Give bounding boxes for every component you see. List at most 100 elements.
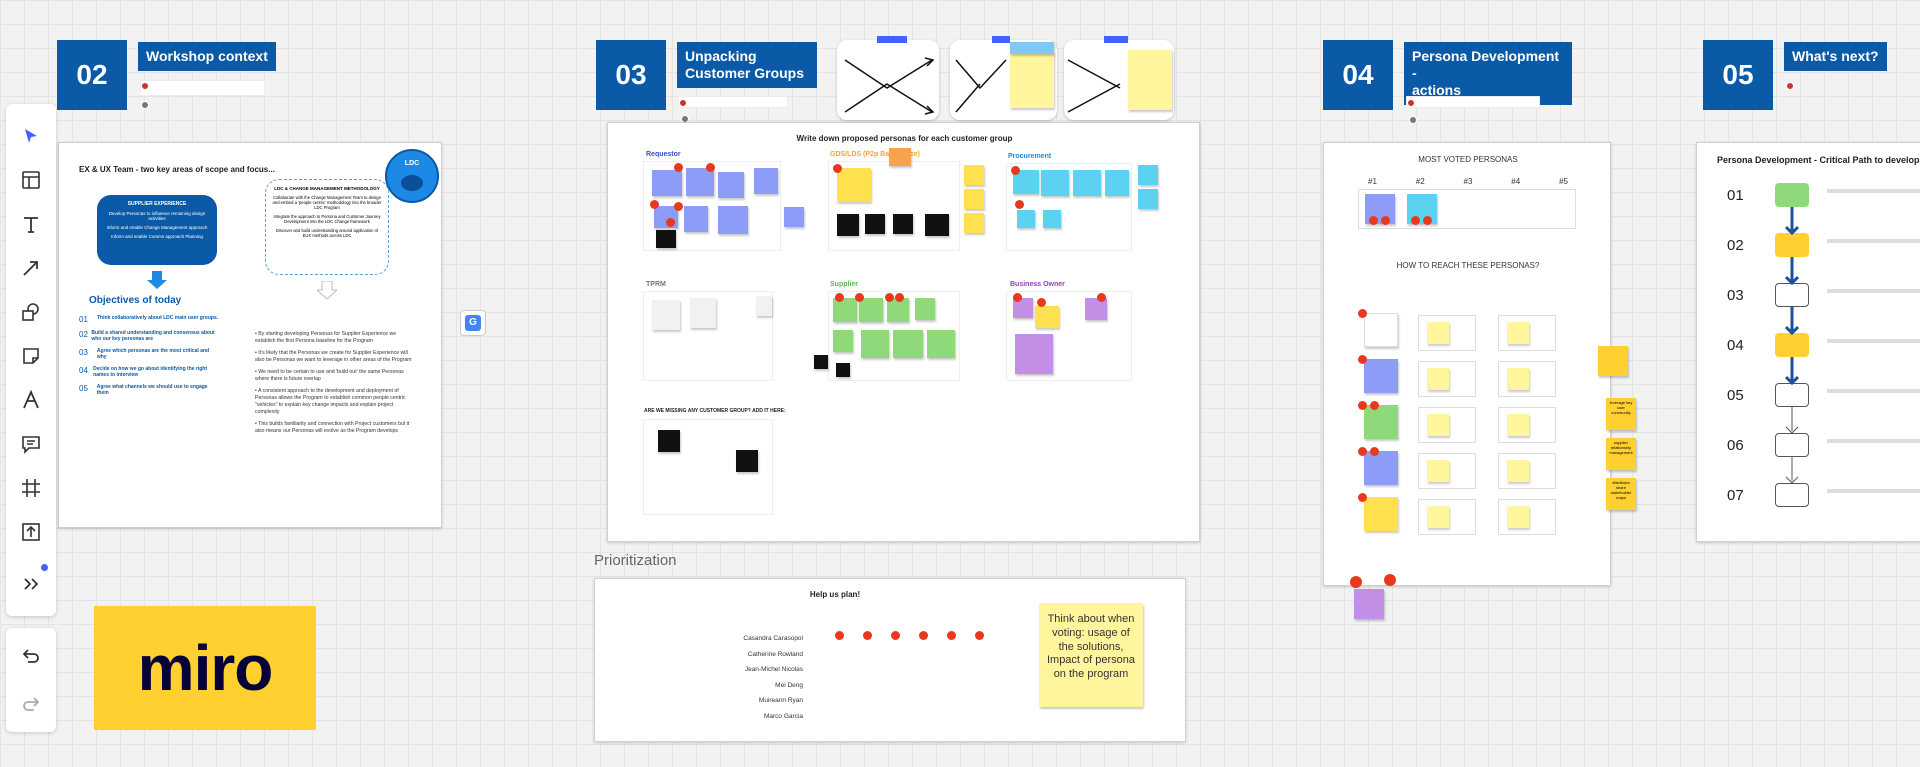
- sticky-note[interactable]: [686, 168, 714, 196]
- sticky-note[interactable]: [837, 214, 859, 236]
- reach-cell[interactable]: [1418, 407, 1476, 443]
- diagram-card[interactable]: [837, 36, 939, 120]
- vote-dot[interactable]: [674, 163, 683, 172]
- step-box[interactable]: [1775, 333, 1809, 357]
- step-box[interactable]: [1775, 233, 1809, 257]
- undo-icon[interactable]: [15, 640, 47, 672]
- vote-dot[interactable]: [650, 200, 659, 209]
- sticky-note[interactable]: [1013, 298, 1033, 318]
- sticky-note[interactable]: [1035, 306, 1059, 328]
- group-board-requestor[interactable]: [643, 161, 781, 251]
- frame-tool-icon[interactable]: [15, 472, 47, 504]
- sticky-supplier-relationship[interactable]: supplier relationship management: [1606, 438, 1636, 470]
- sticky-note-icon[interactable]: [15, 340, 47, 372]
- sticky-note[interactable]: [887, 298, 909, 322]
- vote-dot[interactable]: [1423, 216, 1432, 225]
- vote-dot[interactable]: [1370, 447, 1379, 456]
- sticky-note[interactable]: [1364, 451, 1398, 485]
- sticky-note[interactable]: [814, 355, 828, 369]
- group-board-supplier[interactable]: [828, 291, 960, 381]
- reach-cell[interactable]: [1418, 361, 1476, 397]
- voting-guidance-sticky[interactable]: Think about when voting: usage of the so…: [1039, 603, 1143, 707]
- sticky-note[interactable]: [861, 330, 889, 358]
- vote-dot[interactable]: [975, 631, 984, 640]
- reach-cell[interactable]: [1418, 499, 1476, 535]
- templates-icon[interactable]: [15, 164, 47, 196]
- sticky-note[interactable]: [1015, 334, 1053, 374]
- more-tools-icon[interactable]: [15, 568, 47, 600]
- redo-icon[interactable]: [15, 688, 47, 720]
- sticky-note[interactable]: [833, 298, 857, 322]
- group-board-tprm[interactable]: [643, 291, 773, 381]
- section-number-03[interactable]: 03: [596, 40, 666, 110]
- persona-mini-note[interactable]: [1406, 96, 1540, 108]
- vote-dot[interactable]: [1358, 309, 1367, 318]
- ldc-methodology-box[interactable]: LDC & CHANGE MANAGEMENT METHODOLOGY Coll…: [265, 179, 389, 275]
- vote-dot[interactable]: [1370, 401, 1379, 410]
- vote-dot[interactable]: [835, 631, 844, 640]
- sticky-note[interactable]: [1354, 589, 1384, 619]
- vote-dot[interactable]: [1037, 298, 1046, 307]
- sticky-note[interactable]: [736, 450, 758, 472]
- translate-icon[interactable]: G: [460, 310, 486, 336]
- sticky-note[interactable]: [1364, 359, 1398, 393]
- reach-cell[interactable]: [1498, 361, 1556, 397]
- reach-cell[interactable]: [1498, 499, 1556, 535]
- sticky-note[interactable]: [754, 168, 778, 194]
- vote-dot[interactable]: [1358, 447, 1367, 456]
- group-board-gds[interactable]: [828, 148, 960, 251]
- vote-dot[interactable]: [919, 631, 928, 640]
- vote-dot[interactable]: [1097, 293, 1106, 302]
- sticky-note[interactable]: [927, 330, 955, 358]
- section-title-whats-next[interactable]: What's next?: [1784, 42, 1887, 71]
- vote-dot[interactable]: [1381, 216, 1390, 225]
- sticky-note[interactable]: [836, 363, 850, 377]
- customer-groups-frame[interactable]: Write down proposed personas for each cu…: [607, 122, 1200, 542]
- vote-dot[interactable]: [885, 293, 894, 302]
- vote-dot[interactable]: [1358, 401, 1367, 410]
- sticky-note[interactable]: [1598, 346, 1628, 376]
- reach-cell[interactable]: [1498, 315, 1556, 351]
- section-title-unpacking[interactable]: Unpacking Customer Groups: [677, 42, 817, 88]
- sticky-note[interactable]: [859, 298, 883, 322]
- voted-persona-row[interactable]: [1358, 189, 1576, 229]
- sticky-note[interactable]: [1073, 170, 1101, 196]
- vote-dot[interactable]: [947, 631, 956, 640]
- sticky-note[interactable]: [1041, 170, 1069, 196]
- reach-cell[interactable]: [1498, 407, 1556, 443]
- prioritization-frame[interactable]: Help us plan! Casandra Carasopol Catheri…: [594, 578, 1186, 742]
- sticky-note[interactable]: [1364, 497, 1398, 531]
- sticky-note[interactable]: [652, 300, 680, 330]
- sticky-note[interactable]: [964, 189, 984, 209]
- context-mini-note[interactable]: [140, 80, 265, 96]
- sticky-note[interactable]: [718, 206, 748, 234]
- select-tool-icon[interactable]: [15, 120, 47, 152]
- sticky-note[interactable]: [889, 148, 911, 166]
- sticky-note[interactable]: [1138, 189, 1158, 209]
- vote-dot[interactable]: [833, 164, 842, 173]
- vote-dot[interactable]: [674, 202, 683, 211]
- vote-dot[interactable]: [1369, 216, 1378, 225]
- section-title-persona-development[interactable]: Persona Development - actions: [1404, 42, 1572, 105]
- diagram-card[interactable]: [950, 36, 1057, 120]
- vote-dot[interactable]: [706, 163, 715, 172]
- sticky-note[interactable]: [1138, 165, 1158, 185]
- vote-dot[interactable]: [1350, 576, 1362, 588]
- vote-dot[interactable]: [1013, 293, 1022, 302]
- vote-dot[interactable]: [895, 293, 904, 302]
- sticky-leverage[interactable]: leverage key user community: [1606, 398, 1636, 430]
- sticky-note[interactable]: [684, 206, 708, 232]
- upload-icon[interactable]: [15, 516, 47, 548]
- sticky-note[interactable]: [925, 214, 949, 236]
- connection-line-icon[interactable]: [15, 252, 47, 284]
- sticky-note[interactable]: [656, 230, 676, 248]
- group-board-missing[interactable]: [643, 419, 773, 515]
- sticky-note[interactable]: [964, 165, 984, 185]
- sticky-note[interactable]: [1364, 405, 1398, 439]
- vote-dot[interactable]: [855, 293, 864, 302]
- sticky-note[interactable]: [964, 213, 984, 233]
- sticky-note[interactable]: [1010, 52, 1054, 108]
- sticky-note[interactable]: [915, 298, 935, 320]
- section-number-02[interactable]: 02: [57, 40, 127, 110]
- persona-actions-frame[interactable]: MOST VOTED PERSONAS #1 #2 #3 #4 #5 HOW T…: [1323, 142, 1611, 619]
